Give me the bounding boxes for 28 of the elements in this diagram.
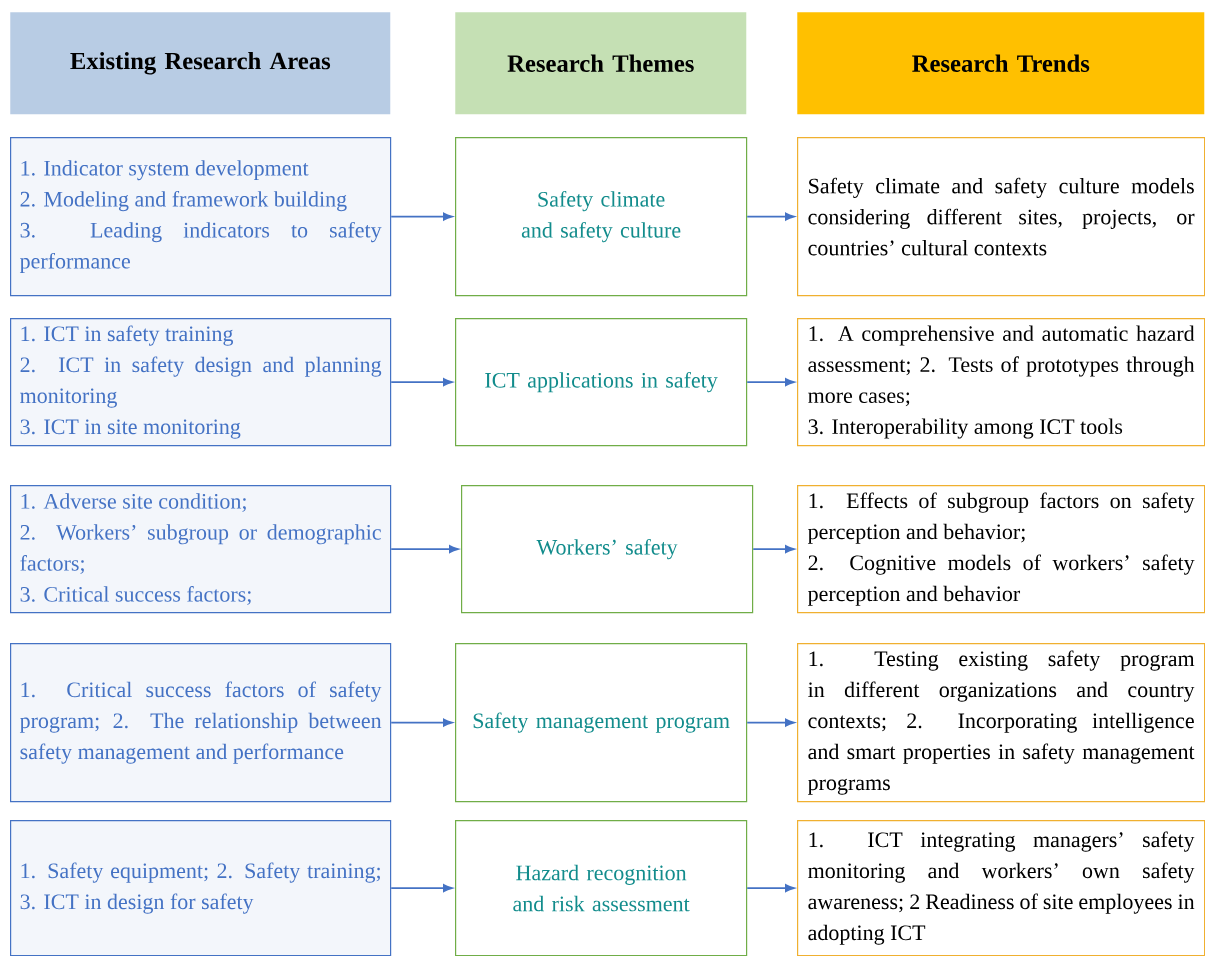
arrow [390,378,453,387]
arrow [746,212,795,221]
area-box: 1. Safety equipment; 2. Safety training; 3. ICT in design for safety [10,820,392,956]
trend-box: 1. A comprehensive and automatic hazard assessment; 2. Tests of prototypes through more cases; 3. Interoperability among ICT tools [797,318,1205,447]
arrow [390,212,453,221]
trend-box: 1. Testing existing safety program in different organizations and country contexts; 2. Incorporating intelligence and smart properties in safety management programs [797,643,1205,803]
header-box: Research Themes [455,12,747,115]
theme-box: ICT applications in safety [455,318,748,447]
header-box: Existing Research Areas [10,12,391,115]
area-box: 1. ICT in safety training 2. ICT in safety design and planning monitoring 3. ICT in site monitoring [10,318,392,447]
theme-box: Safety climate and safety culture [455,137,748,297]
arrow [752,545,795,554]
arrow [746,718,795,727]
trend-box: Safety climate and safety culture models considering different sites, projects, or countries’ cultural contexts [797,137,1205,297]
arrow [390,718,453,727]
area-box: 1. Critical success factors of safety program; 2. The relationship between safety management and performance [10,643,392,803]
arrow [746,378,795,387]
area-box: 1. Indicator system development 2. Modeling and framework building 3. Leading indicators to safety performance [10,137,392,297]
area-box: 1. Adverse site condition; 2. Workers’ subgroup or demographic factors; 3. Critical success factors; [10,485,392,614]
theme-box: Workers’ safety [461,485,754,614]
trend-box: 1. ICT integrating managers’ safety monitoring and workers’ own safety awareness; 2 Readiness of site employees in adopting ICT [797,820,1205,956]
arrow [746,884,795,893]
arrow [390,884,453,893]
theme-box: Hazard recognition and risk assessment [455,820,748,956]
theme-box: Safety management program [455,643,748,803]
header-box: Research Trends [797,12,1205,115]
arrow [390,545,459,554]
trend-box: 1. Effects of subgroup factors on safety perception and behavior; 2. Cognitive models of workers’ safety perception and behavior [797,485,1205,614]
